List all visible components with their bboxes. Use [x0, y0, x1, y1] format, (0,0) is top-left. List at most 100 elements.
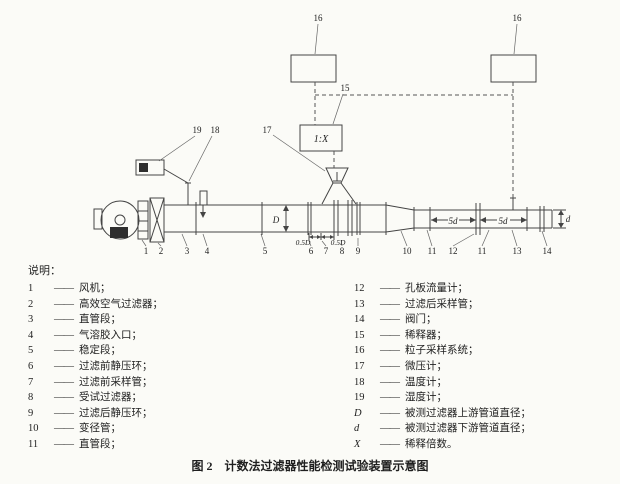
legend-item-dash: ——: [54, 392, 74, 404]
legend-item: 10 —— 变径管；: [28, 421, 354, 437]
legend-item-dash: ——: [380, 423, 400, 435]
legend-item-text: 变径管；: [79, 423, 121, 435]
legend-item: 14 —— 阀门；: [354, 312, 531, 328]
dim-label-half-D-left: 0.5D: [296, 238, 311, 247]
legend-item-dash: ——: [380, 360, 400, 372]
callout-12: 12: [449, 246, 458, 256]
static-ring-upstream: [307, 202, 312, 235]
legend-item-text: 微压计；: [405, 360, 447, 372]
legend-item-dash: ——: [54, 423, 74, 435]
micromanometer-funnel: [321, 167, 357, 205]
callout-7: 7: [324, 246, 329, 256]
legend-item-text: 风机；: [79, 283, 111, 294]
legend-item-dash: ——: [54, 376, 74, 388]
legend-item-number: 10: [28, 423, 39, 435]
dim-label-5d-right: 5d: [499, 216, 509, 226]
dim-label-D: D: [272, 215, 280, 225]
legend-item-number: d: [354, 423, 360, 435]
legend-item-dash: ——: [380, 283, 400, 294]
orifice-plate: [475, 203, 481, 235]
legend-item-text: 高效空气过滤器；: [79, 298, 163, 310]
diluter-box: [299, 124, 343, 152]
legend-item-number: 14: [354, 314, 365, 326]
legend-item-number: 11: [28, 438, 39, 450]
callout-19: 19: [193, 125, 203, 135]
legend-item-text: 气溶胶入口；: [79, 329, 142, 341]
callout-6: 6: [309, 246, 314, 256]
legend-item-text: 阀门；: [405, 314, 437, 326]
dimension-D: [283, 205, 289, 232]
legend-item-number: 5: [28, 345, 34, 357]
legend-item-dash: ——: [54, 298, 74, 310]
callout-4: 4: [205, 246, 210, 256]
legend-item: 15——稀释器；: [354, 328, 531, 344]
legend-item-dash: ——: [380, 298, 400, 310]
figure-number: 图 2: [191, 459, 213, 473]
particle-sampler-box-left: [290, 54, 337, 83]
legend-item-dash: ——: [54, 314, 74, 326]
legend-item-number: D: [354, 407, 362, 419]
test-filter: [333, 200, 353, 236]
legend: 说明： 1——风机； 2——高效空气过滤器； 3——直管段； 4——气溶胶入口；…: [28, 262, 596, 453]
flex-connector: [137, 200, 149, 240]
legend-item-number: 9: [28, 407, 34, 419]
callout-14: 14: [543, 246, 553, 256]
legend-item: 11 —— 直管段；: [28, 437, 354, 453]
callout-10: 10: [403, 246, 413, 256]
legend-item-number: 18: [354, 376, 365, 388]
callout-2: 2: [159, 246, 164, 256]
legend-item: d —— 被测过滤器下游管道直径；: [354, 421, 531, 437]
legend-item-text: 温度计；: [405, 376, 447, 388]
legend-item-text: 稳定段；: [79, 345, 121, 357]
legend-item: X——稀释倍数。: [354, 437, 531, 453]
legend-item-dash: ——: [380, 345, 400, 357]
legend-item-number: 16: [354, 345, 365, 357]
legend-item-number: 7: [28, 376, 34, 388]
callout-17: 17: [263, 125, 273, 135]
callout-5: 5: [263, 246, 268, 256]
legend-item-number: 3: [28, 314, 34, 326]
downstream-duct: [414, 207, 553, 231]
legend-item: 5——稳定段；: [28, 343, 354, 359]
legend-item-text: 直管段；: [79, 438, 121, 450]
callout-3: 3: [185, 246, 190, 256]
legend-item: 12——孔板流量计；: [354, 281, 531, 297]
legend-item-text: 过滤后采样管；: [405, 298, 479, 310]
legend-item-number: 12: [354, 283, 365, 294]
legend-item: 6——过滤前静压环；: [28, 359, 354, 375]
legend-item-dash: ——: [54, 438, 74, 450]
legend-item: D——被测过滤器上游管道直径；: [354, 406, 531, 422]
particle-sampler-box-right: [490, 54, 537, 83]
legend-item: 4——气溶胶入口；: [28, 328, 354, 344]
callout-16-right: 16: [513, 13, 523, 23]
upstream-duct: [164, 202, 386, 235]
schematic-diagram: 16 16 15 17 19 18 1:X D 0.5D 0.5D 5d 5d …: [93, 13, 571, 256]
diluter-ratio-label: 1:X: [314, 134, 329, 145]
legend-item-number: X: [354, 438, 361, 450]
reducer-pipe: [385, 202, 415, 235]
figure-title: 计数法过滤器性能检测试验装置示意图: [224, 459, 429, 473]
dimension-half-D: [308, 233, 335, 240]
legend-item: 19——湿度计；: [354, 390, 531, 406]
legend-item-number: 19: [354, 392, 365, 404]
legend-item-text: 稀释倍数。: [405, 438, 458, 450]
legend-item-text: 过滤前静压环；: [79, 360, 153, 372]
legend-item: 8 —— 受试过滤器；: [28, 390, 354, 406]
hepa-filter-symbol: [149, 197, 165, 243]
legend-item-dash: ——: [380, 392, 400, 404]
legend-item-dash: ——: [54, 329, 74, 341]
legend-item-dash: ——: [380, 314, 400, 326]
legend-item-number: 2: [28, 298, 34, 310]
callout-13: 13: [513, 246, 523, 256]
valve-flange: [539, 206, 545, 232]
legend-item-text: 受试过滤器；: [79, 392, 142, 404]
aerosol-inlet: [199, 190, 208, 218]
callout-11: 11: [428, 246, 437, 256]
callout-1: 1: [144, 246, 149, 256]
legend-item-number: 8: [28, 392, 34, 404]
dim-label-d: d: [566, 214, 571, 224]
callout-18: 18: [211, 125, 221, 135]
legend-item-text: 过滤前采样管；: [79, 376, 153, 388]
legend-item-text: 被测过滤器下游管道直径；: [405, 423, 531, 435]
